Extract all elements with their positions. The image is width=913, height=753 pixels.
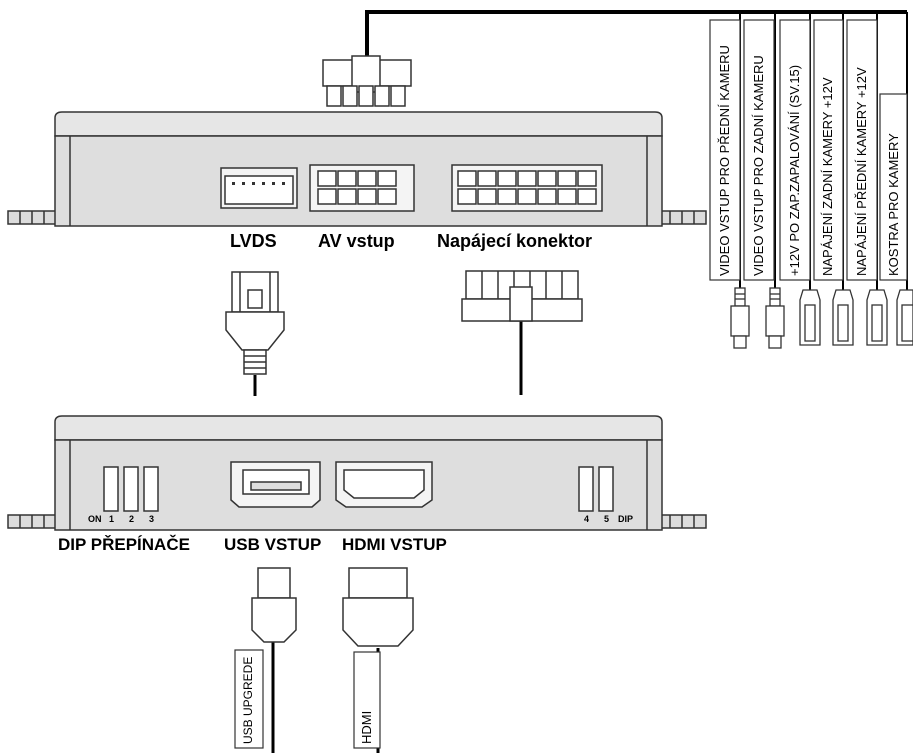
dip-3-label: 3 <box>149 514 155 524</box>
lvds-label: LVDS <box>230 231 277 251</box>
hdmi-input-label: HDMI VSTUP <box>342 535 447 554</box>
usb-input-label: USB VSTUP <box>224 535 322 554</box>
av-socket <box>309 164 415 212</box>
wire-label-ignition-12v: +12V PO ZAP.ZAPALOVÁNÍ (SV.15) <box>787 64 802 276</box>
dip-text-label: DIP <box>618 514 634 524</box>
dip-5-label: 5 <box>604 514 610 524</box>
harness-plug <box>322 10 907 107</box>
dip-switches-left <box>103 466 159 512</box>
lvds-socket <box>220 167 298 209</box>
hdmi-plug <box>342 567 414 753</box>
wire-label-rear-camera-power: NAPÁJENÍ ZADNÍ KAMERY +12V <box>820 77 835 276</box>
usb-port <box>230 461 321 508</box>
wire-label-front-camera-power: NAPÁJENÍ PŘEDNÍ KAMERY +12V <box>854 67 869 276</box>
av-input-label: AV vstup <box>318 231 395 251</box>
power-plug <box>461 270 583 395</box>
wire-label-camera-ground: KOSTRA PRO KAMERY <box>886 133 901 276</box>
wire-label-boxes <box>709 19 908 281</box>
lvds-plug <box>225 271 285 396</box>
hdmi-port <box>335 461 433 508</box>
power-socket <box>451 164 603 212</box>
wire-label-rear-camera-video: VIDEO VSTUP PRO ZADNÍ KAMERU <box>751 55 766 276</box>
hdmi-cable-label: HDMI <box>359 710 374 744</box>
usb-plug <box>234 567 297 753</box>
wire-label-front-camera-video: VIDEO VSTUP PRO PŘEDNÍ KAMERU <box>717 45 732 276</box>
dip-4-label: 4 <box>584 514 590 524</box>
dip-switches-label: DIP PŘEPÍNAČE <box>58 535 190 554</box>
dip-on-label: ON <box>88 514 102 524</box>
wire-connectors <box>730 287 913 349</box>
dip-2-label: 2 <box>129 514 135 524</box>
power-connector-label: Napájecí konektor <box>437 231 593 251</box>
dip-switches-right <box>578 466 614 512</box>
dip-1-label: 1 <box>109 514 115 524</box>
usb-cable-label: USB UPGREDE <box>241 656 255 744</box>
